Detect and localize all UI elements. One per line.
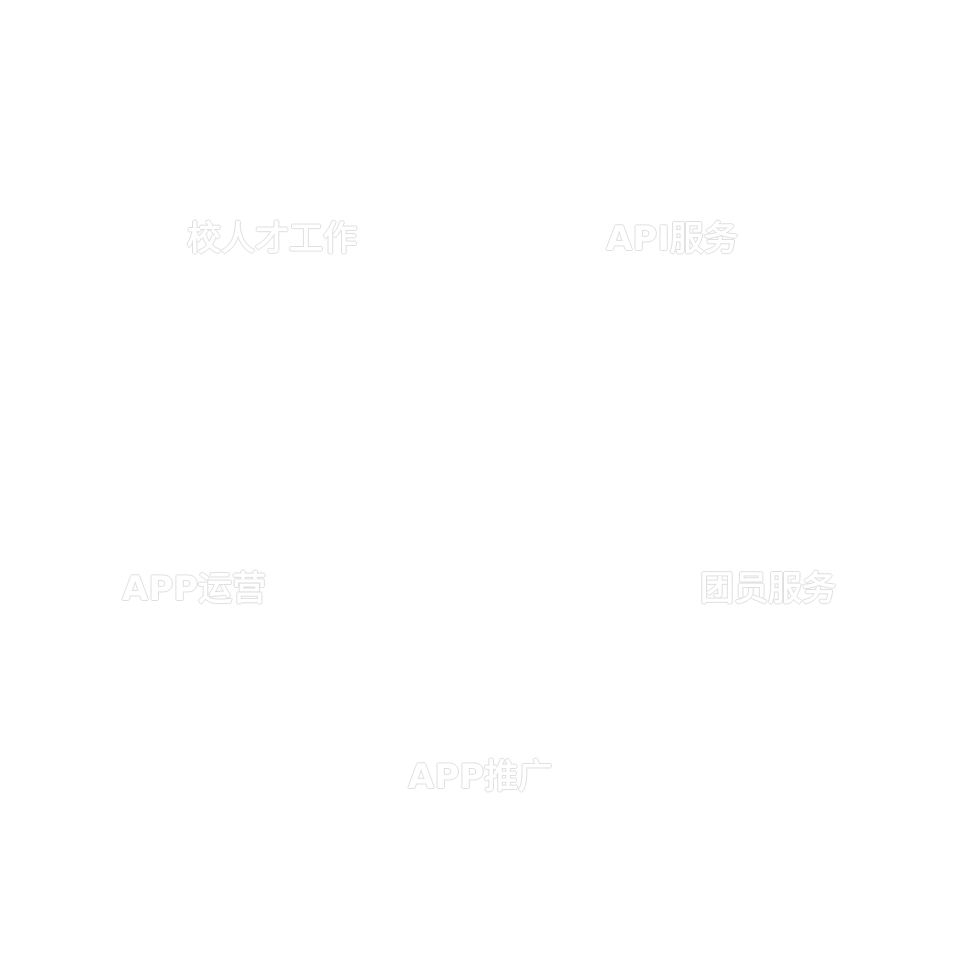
label-bottom-center: APP推广 — [408, 757, 553, 797]
label-middle-left: APP运营 — [122, 569, 267, 609]
label-top-right: API服务 — [606, 219, 738, 259]
label-middle-right: 团员服务 — [700, 569, 836, 609]
label-top-left: 校人才工作 — [187, 219, 357, 259]
